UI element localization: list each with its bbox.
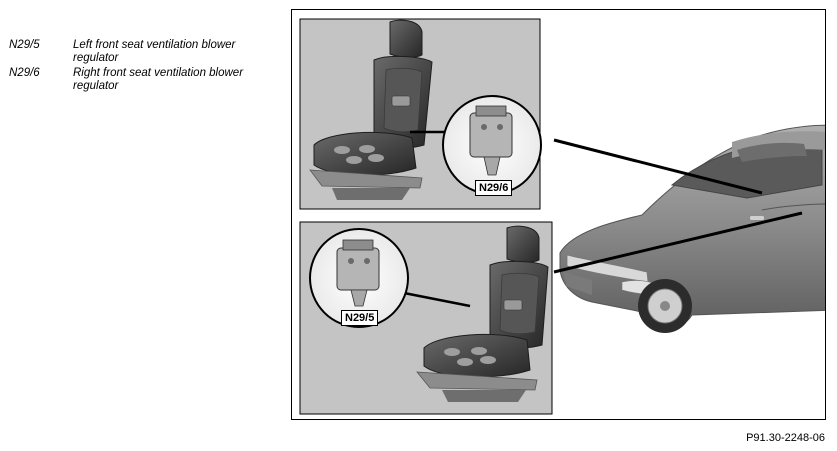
magnified-regulator-top bbox=[442, 95, 542, 195]
callout-label-n29-6: N29/6 bbox=[475, 180, 513, 196]
leader-line bbox=[403, 291, 471, 308]
magnified-regulator-bottom bbox=[309, 228, 409, 328]
legend-description: Left front seat ventilation blower regul… bbox=[73, 39, 236, 64]
legend-code: N29/6 bbox=[9, 67, 40, 79]
legend-description: Right front seat ventilation blower regu… bbox=[73, 67, 244, 92]
legend-item: N29/5 Left front seat ventilation blower… bbox=[9, 39, 279, 65]
leader-line bbox=[553, 138, 763, 195]
bottom-panel bbox=[299, 221, 553, 415]
top-panel bbox=[299, 18, 542, 210]
figure-illustration bbox=[299, 18, 825, 415]
legend: N29/5 Left front seat ventilation blower… bbox=[9, 39, 279, 95]
legend-item: N29/6 Right front seat ventilation blowe… bbox=[9, 67, 279, 93]
leader-line bbox=[553, 211, 803, 274]
callout-label-n29-5: N29/5 bbox=[341, 310, 379, 326]
legend-code: N29/5 bbox=[9, 39, 40, 51]
seat-illustration bbox=[309, 19, 433, 200]
figure-frame: N29/6 N29/5 bbox=[291, 9, 826, 420]
seat-illustration bbox=[416, 225, 549, 402]
figure-id: P91.30-2248-06 bbox=[746, 432, 825, 444]
car-illustration bbox=[559, 124, 825, 333]
